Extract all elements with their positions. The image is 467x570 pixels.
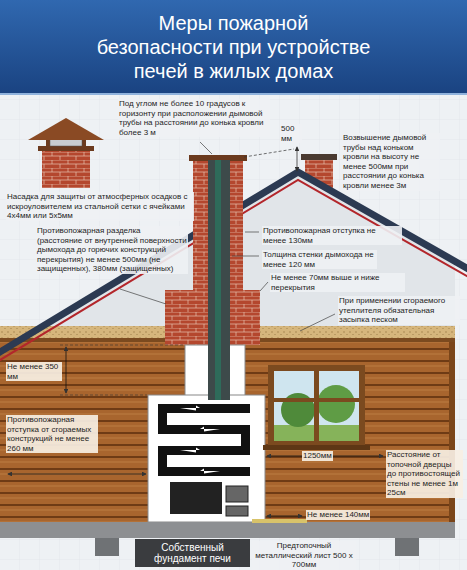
stove-body — [148, 395, 265, 522]
annotation-label: Насадка для защиты от атмосферных осадко… — [6, 192, 194, 221]
floor — [0, 522, 455, 538]
flue-strip — [215, 160, 221, 400]
house-foundation — [95, 538, 119, 556]
inset-chimney — [42, 150, 90, 188]
house-foundation — [395, 538, 419, 556]
annotation-label: Не менее 70мм выше и ниже перекрытия — [270, 273, 405, 292]
annotation-label: Не менее 140мм — [306, 510, 370, 520]
pre-furnace-sheet — [252, 519, 307, 523]
angle-guide — [244, 149, 294, 157]
ash-door — [226, 506, 248, 516]
annotation-label: 500 мм — [280, 124, 302, 143]
dimension-line — [267, 516, 302, 517]
leader-line — [232, 256, 259, 257]
leader-line — [120, 289, 166, 304]
dimension-line — [8, 474, 146, 475]
leader-line — [245, 232, 259, 233]
annotation-label: Не менее 350 мм — [6, 362, 62, 381]
annotation-label: Предтопочный металлический лист 500 x 70… — [252, 541, 356, 570]
window-tree — [317, 385, 355, 423]
flue — [208, 160, 230, 400]
title-banner: Меры пожарной безопасности при устройств… — [0, 0, 467, 95]
node-label: Собственный фундамент печи — [138, 542, 247, 564]
dimension-guide — [60, 395, 147, 396]
foundation-block: Собственный фундамент печи — [135, 539, 250, 567]
ridge-chimney-cap — [301, 154, 337, 160]
dimension-line — [66, 347, 67, 393]
annotation-label: Расстояние от топочной дверцы до противо… — [386, 450, 463, 498]
annotation-label: При применении сгораемого утеплителя обя… — [338, 296, 460, 325]
window-frame — [268, 365, 365, 447]
flow-arrows — [180, 406, 220, 474]
node-text-group: Собственный фундамент печи — [138, 542, 247, 564]
leader-line — [300, 314, 335, 331]
annotation-label: Под углом не более 10 градусов к горизон… — [118, 99, 270, 137]
window-transom — [274, 398, 359, 402]
firebox-door — [226, 486, 248, 502]
inset-cap-roof — [28, 118, 104, 140]
smoke-channel — [158, 446, 250, 455]
annotation-label: Толщина стенки дымохода не менее 120 мм — [262, 250, 377, 269]
annotation-label: Противопожарная отступка не менее 130мм — [262, 226, 402, 245]
annotation-label: 1250мм — [302, 451, 333, 461]
window-sill — [263, 445, 370, 450]
leader-line — [260, 282, 268, 291]
dimension-line — [297, 147, 298, 171]
title-text: Меры пожарной безопасности при устройств… — [84, 11, 384, 83]
annotation-label: Возвышение дымовой трубы над коньком кро… — [342, 133, 440, 191]
dimension-guide — [60, 345, 184, 346]
inset-spark-mesh — [50, 139, 82, 146]
annotation-label: Противопожарная отступка от сгораемых ко… — [6, 415, 98, 453]
smoke-channel — [158, 404, 250, 413]
firebox — [170, 482, 222, 514]
window-glass — [274, 371, 359, 441]
window-mullion — [314, 371, 319, 441]
annotation-label: Противопожарная разделка (расстояние от … — [36, 226, 188, 274]
leader-line — [200, 142, 212, 154]
